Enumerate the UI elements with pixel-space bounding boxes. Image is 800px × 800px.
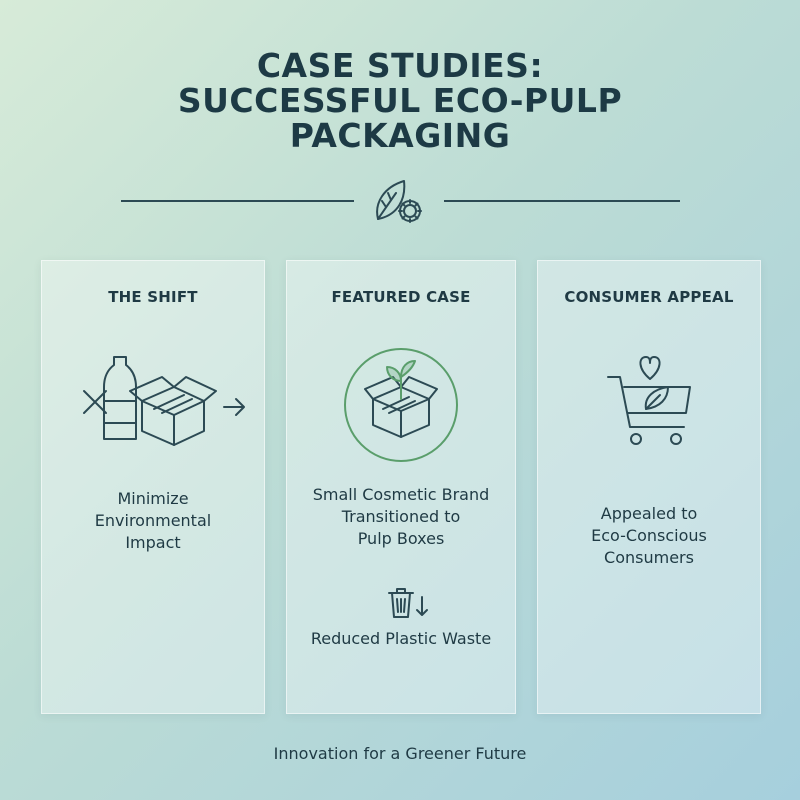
card-text-line: Environmental (94, 511, 212, 530)
card-text: Small Cosmetic Brand Transitioned to Pul… (287, 484, 515, 550)
card-featured-case: FEATURED CASE Small Cosmetic Brand Trans… (286, 260, 516, 714)
leaf-gear-icon (376, 180, 422, 223)
card-text-line: Appealed to (600, 504, 698, 523)
card-header: FEATURED CASE (331, 288, 471, 306)
page-title: CASE STUDIES: SUCCESSFUL ECO-PULP PACKAG… (0, 48, 800, 153)
card-text-line: Eco-Conscious (591, 526, 707, 545)
bottle-to-box-icon (83, 356, 245, 446)
card-consumer-appeal: CONSUMER APPEAL Appealed to Eco-Consciou… (537, 260, 761, 714)
title-line-3: PACKAGING (289, 116, 511, 155)
card-the-shift: THE SHIFT Minimize Environmental Impact (41, 260, 265, 714)
footer-tagline: Innovation for a Greener Future (273, 744, 527, 763)
eco-cart-icon (607, 356, 691, 445)
card-text-line: Impact (125, 533, 181, 552)
card-text-line: Consumers (604, 548, 694, 567)
card-text-line: Pulp Boxes (357, 529, 445, 548)
divider-right (444, 200, 680, 202)
card-header: CONSUMER APPEAL (564, 288, 734, 306)
card-text-line: Minimize (117, 489, 189, 508)
card-text: Appealed to Eco-Conscious Consumers (538, 503, 760, 569)
card-text-line: Small Cosmetic Brand (312, 485, 490, 504)
card-text-line: Transitioned to (341, 507, 461, 526)
title-line-1: CASE STUDIES: (256, 46, 544, 85)
title-line-2: SUCCESSFUL ECO-PULP (177, 81, 623, 120)
card-header: THE SHIFT (108, 288, 198, 306)
divider-left (121, 200, 354, 202)
card-text: Minimize Environmental Impact (42, 488, 264, 554)
sprouting-box-icon (344, 348, 458, 462)
trash-reduce-icon (388, 588, 428, 618)
card-subtext: Reduced Plastic Waste (310, 629, 492, 648)
